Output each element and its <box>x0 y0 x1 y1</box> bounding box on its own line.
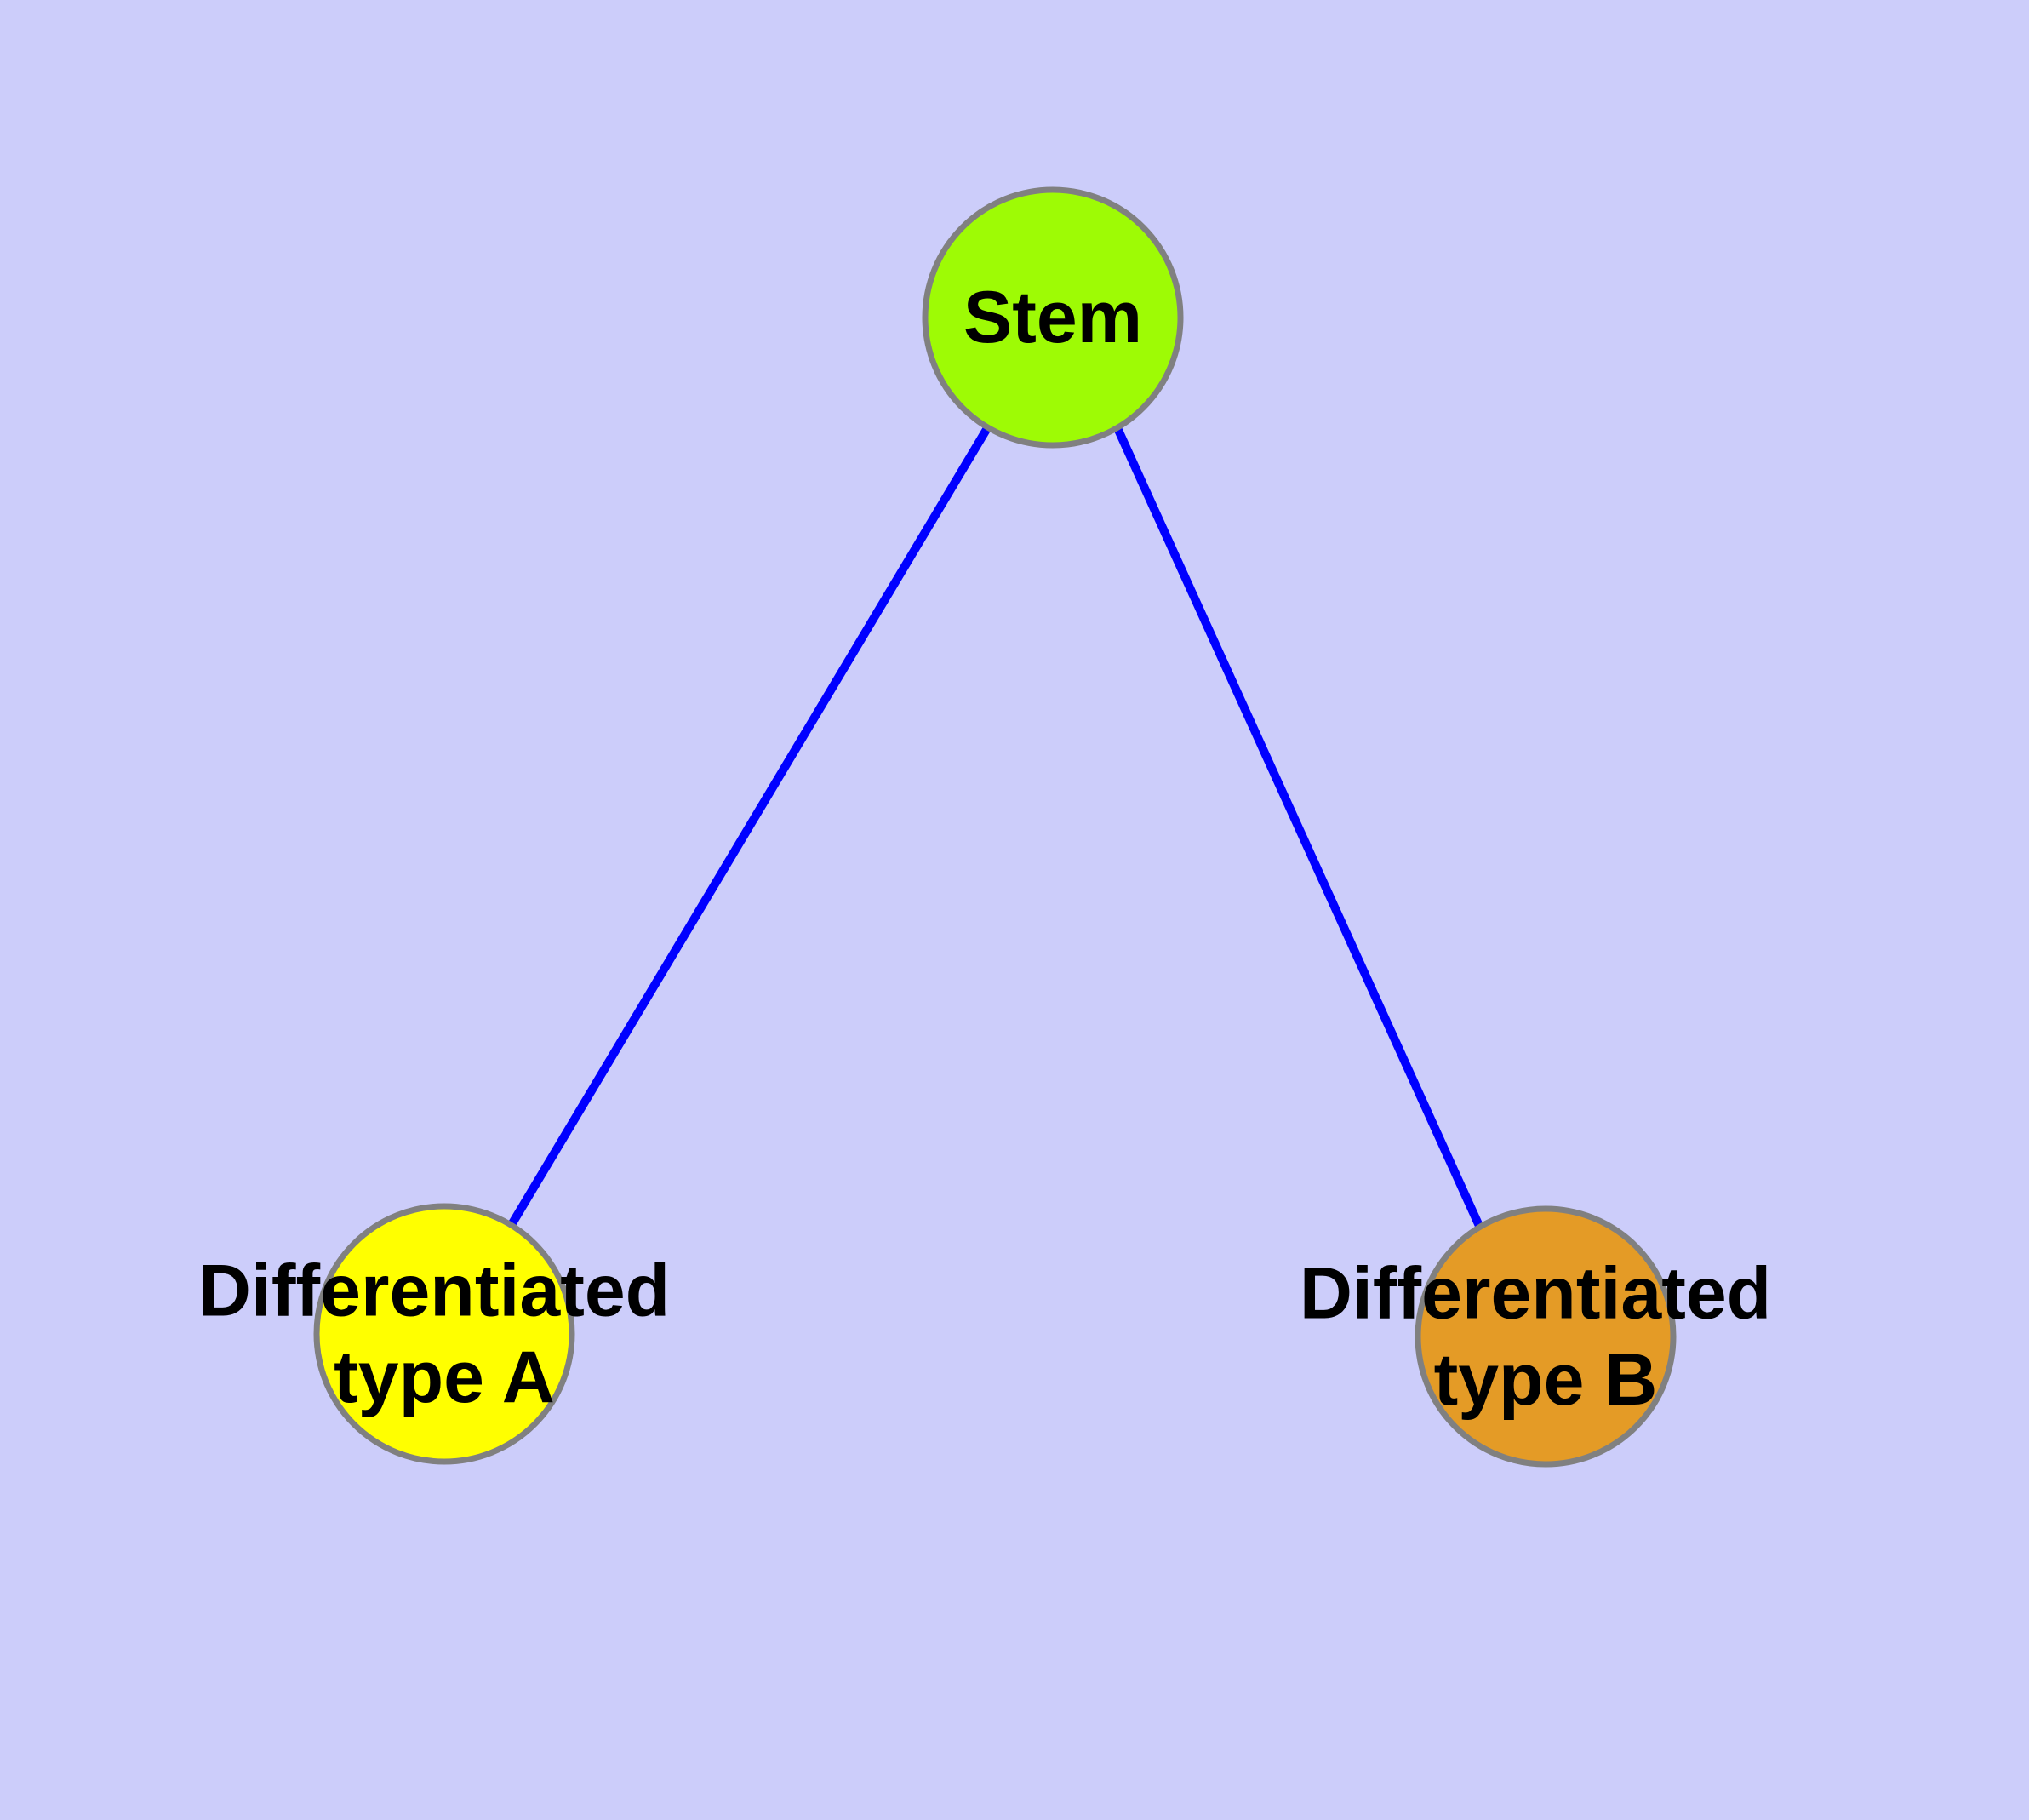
edge-stem-to-differentiated-type-b[interactable] <box>1113 426 1483 1228</box>
node-stem-circle[interactable] <box>922 186 1184 449</box>
node-differentiated-type-a-circle[interactable] <box>313 1203 575 1465</box>
node-differentiated-type-b[interactable] <box>1415 1205 1677 1468</box>
edge-stem-to-differentiated-type-a[interactable] <box>508 426 992 1226</box>
labels-layer: Stem Differentiated type A Differentiate… <box>198 277 1792 1421</box>
node-differentiated-type-a-label: Differentiated type A <box>198 1251 690 1418</box>
node-differentiated-type-b-circle[interactable] <box>1415 1205 1677 1468</box>
node-differentiated-type-a[interactable] <box>313 1203 575 1465</box>
node-differentiated-type-b-label: Differentiated type B <box>1300 1253 1792 1421</box>
node-differentiated-type-a-label-line-2: type A <box>334 1336 555 1418</box>
node-stem-label: Stem <box>963 277 1142 358</box>
nodes-layer <box>313 186 1677 1468</box>
node-stem-label-line-1: Stem <box>963 277 1142 358</box>
node-stem[interactable] <box>922 186 1184 449</box>
node-differentiated-type-b-label-line-2: type B <box>1434 1339 1658 1421</box>
node-differentiated-type-b-label-line-1: Differentiated <box>1300 1253 1771 1335</box>
edges-layer <box>508 426 1483 1228</box>
node-differentiated-type-a-label-line-1: Differentiated <box>198 1251 670 1332</box>
